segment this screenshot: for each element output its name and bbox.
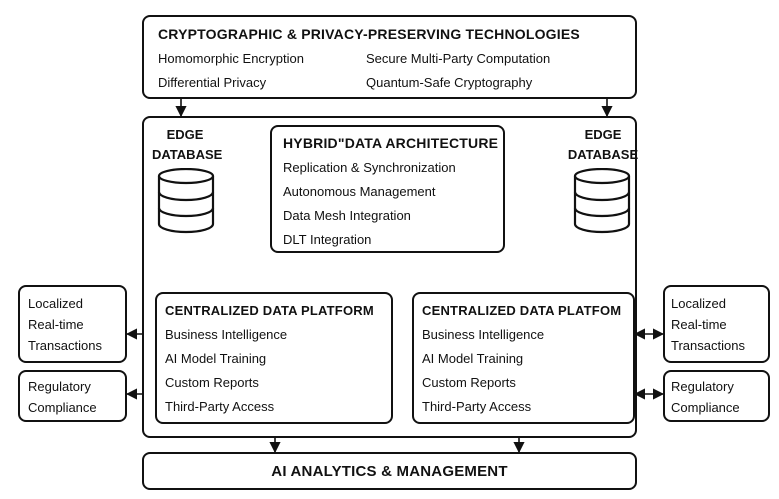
crypto-item-quantum: Quantum-Safe Cryptography [366, 75, 533, 90]
edge-db-right-label: EDGE DATABASE [565, 125, 641, 165]
edge-db-right-label-line1: EDGE [584, 127, 622, 142]
central-left-item-third-party: Third-Party Access [165, 399, 275, 414]
right-transactions-line1: Localized [671, 296, 726, 311]
right-transactions-text: Localized Real-time Transactions [671, 293, 745, 356]
central-right-item-ai-training: AI Model Training [422, 351, 524, 366]
hybrid-architecture-box: HYBRID"DATA ARCHITECTURE Replication & S… [270, 125, 505, 253]
database-icon [157, 168, 215, 234]
central-left-title: CENTRALIZED DATA PLATFORM [165, 303, 374, 318]
analytics-box: AI ANALYTICS & MANAGEMENT [142, 452, 637, 490]
left-transactions-line3: Transactions [28, 338, 102, 353]
central-right-item-bi: Business Intelligence [422, 327, 545, 342]
right-compliance-box: Regulatory Compliance [663, 370, 770, 422]
hybrid-item-data-mesh: Data Mesh Integration [283, 208, 411, 223]
crypto-title: CRYPTOGRAPHIC & PRIVACY-PRESERVING TECHN… [158, 26, 580, 42]
crypto-item-differential: Differential Privacy [158, 75, 267, 90]
left-transactions-line1: Localized [28, 296, 83, 311]
crypto-item-smpc: Secure Multi-Party Computation [366, 51, 551, 66]
edge-db-left-label-line2: DATABASE [152, 147, 223, 162]
hybrid-item-autonomous: Autonomous Management [283, 184, 436, 199]
right-compliance-text: Regulatory Compliance [671, 376, 740, 418]
central-left-item-ai-training: AI Model Training [165, 351, 267, 366]
left-compliance-line1: Regulatory [28, 379, 91, 394]
edge-db-left-label: EDGE DATABASE [152, 125, 223, 165]
left-compliance-line2: Compliance [28, 400, 97, 415]
central-right-item-reports: Custom Reports [422, 375, 516, 390]
left-compliance-box: Regulatory Compliance [18, 370, 127, 422]
left-transactions-text: Localized Real-time Transactions [28, 293, 102, 356]
right-transactions-box: Localized Real-time Transactions [663, 285, 770, 363]
central-platform-left: CENTRALIZED DATA PLATFORM Business Intel… [155, 292, 393, 424]
right-transactions-line2: Real-time [671, 317, 727, 332]
right-transactions-line3: Transactions [671, 338, 745, 353]
left-transactions-box: Localized Real-time Transactions [18, 285, 127, 363]
crypto-item-homomorphic: Homomorphic Encryption [158, 51, 304, 66]
central-left-item-reports: Custom Reports [165, 375, 259, 390]
left-compliance-text: Regulatory Compliance [28, 376, 97, 418]
analytics-title: AI ANALYTICS & MANAGEMENT [271, 463, 508, 480]
left-transactions-line2: Real-time [28, 317, 84, 332]
right-compliance-line2: Compliance [671, 400, 740, 415]
central-right-title: CENTRALIZED DATA PLATFOM [422, 303, 622, 318]
central-left-item-bi: Business Intelligence [165, 327, 288, 342]
hybrid-item-dlt: DLT Integration [283, 232, 372, 247]
database-icon [573, 168, 631, 234]
crypto-box: CRYPTOGRAPHIC & PRIVACY-PRESERVING TECHN… [142, 15, 637, 99]
edge-db-left-label-line1: EDGE [166, 127, 204, 142]
central-right-item-third-party: Third-Party Access [422, 399, 532, 414]
edge-db-right-label-line2: DATABASE [567, 147, 639, 162]
hybrid-item-replication: Replication & Synchronization [283, 160, 456, 175]
right-compliance-line1: Regulatory [671, 379, 734, 394]
hybrid-title: HYBRID"DATA ARCHITECTURE [283, 135, 499, 151]
central-platform-right: CENTRALIZED DATA PLATFOM Business Intell… [412, 292, 635, 424]
